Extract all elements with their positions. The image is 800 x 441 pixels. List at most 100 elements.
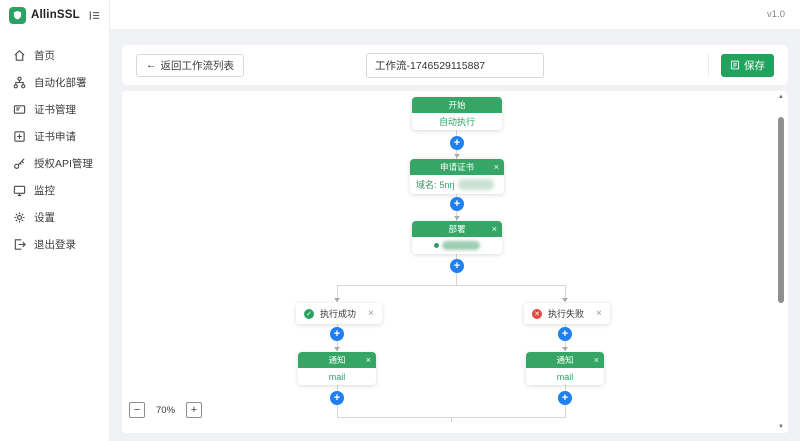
arrow-icon xyxy=(334,298,340,302)
save-icon xyxy=(730,60,740,70)
domain-field-label: 域名: xyxy=(416,180,437,190)
node-branch-success[interactable]: ✓ 执行成功 × xyxy=(296,303,382,324)
node-notify-body: mail xyxy=(526,368,604,385)
save-button-label: 保存 xyxy=(744,59,765,72)
node-apply-cert-body: 域名: 5nrj xyxy=(410,175,504,194)
node-apply-cert[interactable]: 申请证书 × 域名: 5nrj xyxy=(410,159,504,194)
sidebar-item-label: 首页 xyxy=(34,49,55,62)
delete-node-button[interactable]: × xyxy=(368,308,374,319)
node-title: 通知 xyxy=(328,355,346,365)
delete-node-button[interactable]: × xyxy=(365,355,371,365)
sidebar-item-api-auth[interactable]: 授权API管理 xyxy=(0,150,109,176)
sidebar-item-logout[interactable]: 退出登录 xyxy=(0,231,109,257)
plus-icon: + xyxy=(561,328,569,340)
top-bar: v1.0 xyxy=(110,0,800,30)
notify-channel: mail xyxy=(328,371,346,382)
save-button[interactable]: 保存 xyxy=(721,53,774,77)
connector-stub xyxy=(451,417,452,422)
node-start-body: 自动执行 xyxy=(412,113,502,130)
delete-node-button[interactable]: × xyxy=(593,355,599,365)
sidebar-item-cert-apply[interactable]: 证书申请 xyxy=(0,123,109,149)
gear-icon xyxy=(14,211,25,223)
allinssl-logo-icon xyxy=(9,6,26,24)
save-area: 保存 xyxy=(708,53,774,77)
node-notify-success[interactable]: 通知 × mail xyxy=(298,352,376,385)
fail-cross-icon: ✕ xyxy=(532,308,542,319)
node-branch-fail[interactable]: ✕ 执行失败 × xyxy=(524,303,610,324)
add-node-button[interactable]: + xyxy=(330,327,344,341)
node-notify-header: 通知 × xyxy=(298,352,376,368)
node-deploy-header: 部署 × xyxy=(412,221,502,237)
scroll-down-icon[interactable]: ▼ xyxy=(778,424,784,430)
branch-split-line xyxy=(337,285,566,286)
sidebar-item-label: 设置 xyxy=(34,211,55,224)
back-arrow-icon: ← xyxy=(146,59,157,71)
success-check-icon: ✓ xyxy=(304,308,314,319)
sidebar-item-cert-manage[interactable]: 证书管理 xyxy=(0,96,109,122)
node-title: 申请证书 xyxy=(439,162,474,172)
sidebar-item-label: 监控 xyxy=(34,184,55,197)
deploy-icon xyxy=(13,76,26,88)
branch-label: 执行失败 xyxy=(548,309,585,319)
sidebar-collapse-icon[interactable] xyxy=(88,9,101,22)
node-notify-header: 通知 × xyxy=(526,352,604,368)
plus-icon: + xyxy=(453,137,461,149)
add-node-button[interactable]: + xyxy=(450,197,464,211)
add-node-button[interactable]: + xyxy=(330,391,344,405)
add-node-button[interactable]: + xyxy=(558,327,572,341)
add-node-button[interactable]: + xyxy=(558,391,572,405)
back-button-label: 返回工作流列表 xyxy=(160,59,235,72)
add-node-button[interactable]: + xyxy=(450,259,464,273)
sidebar-item-home[interactable]: 首页 xyxy=(0,42,109,68)
scrollbar-thumb[interactable] xyxy=(778,117,784,303)
zoom-out-button[interactable]: − xyxy=(129,402,145,418)
node-start[interactable]: 开始 自动执行 xyxy=(412,97,502,130)
status-dot-icon xyxy=(434,243,439,248)
delete-node-button[interactable]: × xyxy=(493,162,499,172)
sidebar-item-label: 授权API管理 xyxy=(34,157,93,170)
sidebar-item-monitor[interactable]: 监控 xyxy=(0,177,109,203)
arrow-icon xyxy=(454,216,460,220)
connector-line xyxy=(565,285,566,302)
minus-icon: − xyxy=(133,403,141,416)
monitor-icon xyxy=(13,185,26,196)
delete-node-button[interactable]: × xyxy=(596,308,602,319)
node-subtitle: 自动执行 xyxy=(438,117,475,127)
plus-icon: + xyxy=(453,198,461,210)
arrow-icon xyxy=(562,298,568,302)
sidebar-item-settings[interactable]: 设置 xyxy=(0,204,109,230)
back-to-workflow-list-button[interactable]: ← 返回工作流列表 xyxy=(136,53,244,77)
redacted-deploy-target-blob xyxy=(442,241,480,250)
plus-icon: + xyxy=(333,392,341,404)
workflow-toolbar: ← 返回工作流列表 保存 xyxy=(122,45,788,85)
plus-icon: + xyxy=(190,403,198,416)
node-title: 部署 xyxy=(448,224,466,234)
arrow-icon xyxy=(562,347,568,351)
zoom-level-label: 70% xyxy=(156,404,176,416)
workflow-canvas[interactable]: + + + + + + + 开始 自动执行 xyxy=(122,91,788,433)
scroll-up-icon[interactable]: ▲ xyxy=(778,94,784,100)
home-icon xyxy=(14,49,25,61)
zoom-in-button[interactable]: + xyxy=(186,402,203,418)
node-deploy-body xyxy=(412,237,502,254)
node-deploy[interactable]: 部署 × xyxy=(412,221,502,254)
arrow-icon xyxy=(334,347,340,351)
sidebar-item-label: 自动化部署 xyxy=(34,76,87,89)
connector-line xyxy=(337,285,338,302)
version-label: v1.0 xyxy=(767,9,785,20)
node-title: 开始 xyxy=(448,100,466,110)
node-notify-fail[interactable]: 通知 × mail xyxy=(526,352,604,385)
logo-row: AllinSSL xyxy=(0,0,109,30)
toolbar-divider xyxy=(708,54,709,76)
add-node-button[interactable]: + xyxy=(450,136,464,150)
redacted-domain-blob xyxy=(457,179,494,190)
sidebar: AllinSSL 首页 自动化部署 证书管理 证书申请 xyxy=(0,0,110,441)
zoom-controls: − 70% + xyxy=(129,402,203,418)
sidebar-item-auto-deploy[interactable]: 自动化部署 xyxy=(0,69,109,95)
node-title: 通知 xyxy=(556,355,574,365)
node-start-header: 开始 xyxy=(412,97,502,113)
plus-icon: + xyxy=(561,392,569,404)
delete-node-button[interactable]: × xyxy=(491,224,497,234)
canvas-scrollbar[interactable]: ▲ ▼ xyxy=(775,91,787,433)
workflow-name-input[interactable] xyxy=(366,52,544,78)
